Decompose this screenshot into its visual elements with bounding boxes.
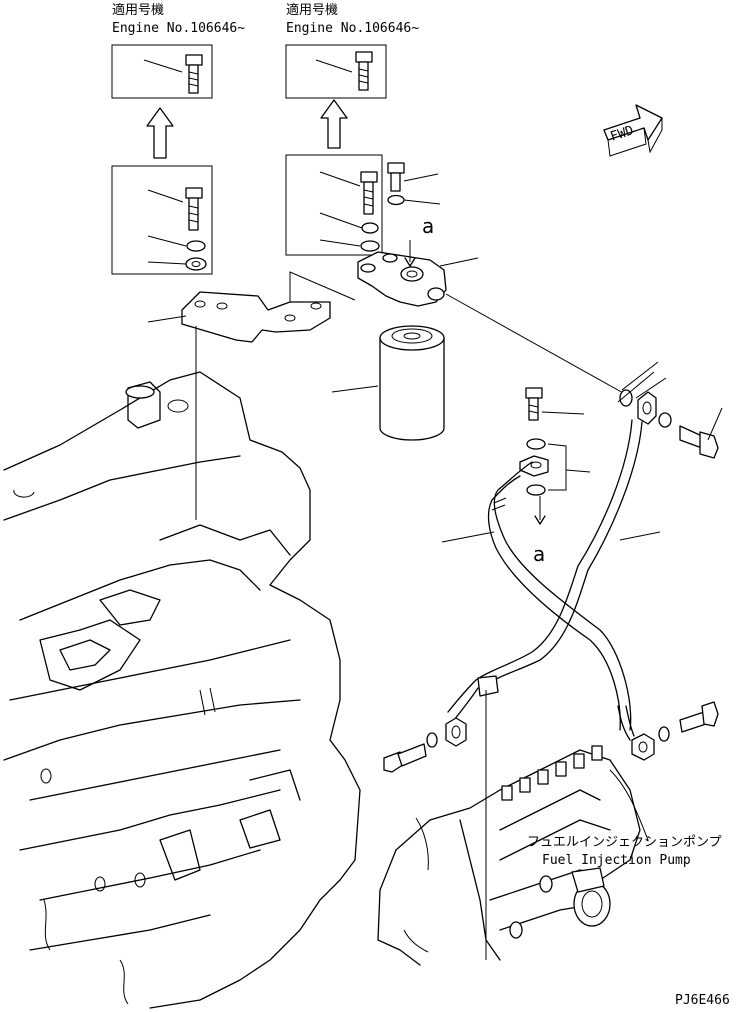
washer-icon bbox=[360, 240, 380, 252]
original-box-left bbox=[111, 165, 213, 275]
fuel-filter-head bbox=[357, 240, 626, 395]
upgrade-arrow-icon bbox=[320, 99, 348, 149]
drawing-code: PJ6E466 bbox=[675, 993, 730, 1008]
bolt-icon bbox=[185, 187, 203, 231]
filter-head-bolt bbox=[387, 162, 441, 206]
upgrade-box-left bbox=[111, 44, 213, 99]
pump-inlet-fittings bbox=[383, 690, 719, 960]
injection-outlets bbox=[501, 745, 603, 801]
pump-label-jp: フュエルインジェクションポンプ bbox=[527, 835, 722, 850]
fuel-hose bbox=[441, 461, 632, 731]
reference-mark-lower: a bbox=[533, 542, 545, 566]
fuel-pipe-right bbox=[447, 419, 661, 721]
pump-label-en: Fuel Injection Pump bbox=[542, 853, 691, 868]
bolt-icon bbox=[360, 171, 378, 215]
applicable-label-left: 適用号機 bbox=[112, 2, 164, 18]
engine-number-left: Engine No.106646~ bbox=[112, 21, 245, 36]
upper-pipe-joint bbox=[519, 387, 591, 525]
fuel-filter-cartridge bbox=[331, 325, 445, 441]
fuel-injection-pump bbox=[377, 745, 649, 966]
washer-icon bbox=[186, 240, 206, 252]
bolt-icon bbox=[185, 54, 203, 94]
engine-number-right: Engine No.106646~ bbox=[286, 21, 419, 36]
fwd-label: FWD bbox=[609, 123, 636, 145]
engine-block bbox=[3, 371, 361, 1009]
right-pipe-upper-fittings bbox=[617, 361, 723, 459]
upgrade-arrow-icon bbox=[146, 107, 174, 159]
washer-icon bbox=[185, 257, 207, 271]
washer-icon bbox=[361, 222, 379, 234]
original-box-right bbox=[285, 154, 383, 256]
upgrade-box-right bbox=[285, 44, 387, 99]
fwd-arrow-icon: FWD bbox=[603, 104, 663, 157]
applicable-label-right: 適用号機 bbox=[286, 2, 338, 18]
bolt-icon bbox=[355, 51, 373, 91]
filter-bracket bbox=[147, 271, 356, 520]
reference-mark-upper: a bbox=[422, 214, 434, 238]
